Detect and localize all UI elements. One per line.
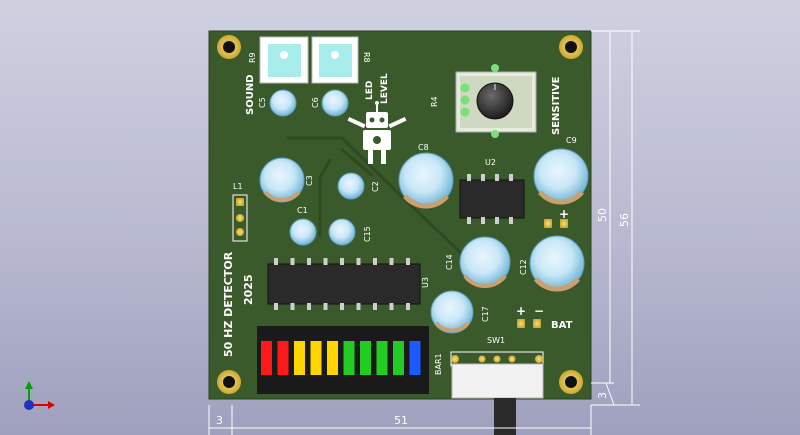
bargraph-segment	[294, 341, 305, 375]
ref-u3: U3	[421, 277, 430, 288]
label-sensitive: SENSITIVE	[551, 76, 562, 135]
bargraph-segment	[261, 341, 272, 375]
ic-pin	[323, 303, 328, 310]
ref-c6: C6	[311, 97, 320, 108]
cap-c8[interactable]	[398, 152, 454, 209]
dim-width: 51	[394, 414, 408, 427]
ic-pin	[356, 258, 361, 265]
ref-r4: R4	[430, 96, 439, 107]
ic-pin	[389, 303, 394, 310]
bargraph-segment	[343, 341, 355, 375]
ref-c2: C2	[371, 181, 380, 192]
ic-pin	[307, 303, 311, 310]
pad-plus-2	[560, 219, 568, 228]
bat-pad-minus	[533, 319, 541, 328]
bat-plus: +	[516, 304, 526, 318]
dim-height-total: 56	[618, 213, 631, 227]
cap-c1[interactable]	[289, 218, 317, 246]
ref-c3: C3	[305, 175, 314, 186]
ic-pin	[274, 258, 278, 265]
label-sound: SOUND	[245, 75, 256, 116]
trimmer-r8[interactable]	[311, 36, 359, 84]
cap-c17[interactable]	[430, 290, 474, 334]
trimmer-r9[interactable]	[259, 36, 309, 84]
ic-pin	[340, 258, 344, 265]
bargraph-segment	[360, 341, 371, 375]
ref-r9: R9	[248, 52, 257, 63]
ref-r8: R8	[362, 52, 371, 63]
mounting-holes	[217, 35, 583, 394]
ref-bar1: BAR1	[434, 353, 443, 375]
dim-left-offset: 3	[216, 414, 223, 427]
ref-u2: U2	[485, 158, 496, 167]
ic-u3[interactable]	[267, 258, 421, 310]
ref-c1: C1	[297, 206, 308, 215]
cap-c15[interactable]	[328, 218, 356, 246]
pad-plus	[544, 219, 552, 228]
board-title: 50 HZ DETECTOR	[222, 251, 235, 357]
header-l1[interactable]	[232, 194, 248, 242]
bargraph-segment	[409, 341, 421, 375]
ref-c17: C17	[481, 306, 490, 322]
cap-c14[interactable]	[459, 236, 511, 288]
board-year: 2025	[242, 274, 255, 305]
ref-c12: C12	[519, 259, 528, 275]
bargraph-segment	[327, 341, 338, 375]
ic-pin	[406, 303, 410, 310]
ref-c14: C14	[445, 254, 454, 270]
label-level: LEVEL	[380, 73, 390, 104]
cap-c5[interactable]	[269, 89, 297, 117]
ic-pin	[323, 258, 328, 265]
ref-c5: C5	[258, 97, 267, 108]
dimension-lines	[208, 30, 640, 435]
bat-pad-plus	[517, 319, 525, 328]
label-led: LED	[365, 81, 375, 100]
traces	[286, 136, 462, 254]
ic-pin	[389, 258, 394, 265]
dim-bottom-offset: 3	[596, 392, 609, 399]
bat-minus: −	[534, 304, 544, 318]
cap-c3[interactable]	[259, 157, 305, 203]
ic-u2[interactable]	[459, 174, 525, 224]
ic-pin	[356, 303, 361, 310]
switch-sw1[interactable]	[450, 351, 544, 435]
ic-pin	[340, 303, 344, 310]
ref-c9: C9	[566, 136, 577, 145]
dim-height-board: 50	[596, 208, 609, 222]
bargraph-segment	[376, 341, 388, 375]
cap-c12[interactable]	[529, 235, 585, 292]
plus-mark-top: +	[559, 207, 569, 221]
ref-sw1: SW1	[487, 336, 505, 345]
ic-pin	[373, 258, 377, 265]
cap-c2[interactable]	[337, 172, 365, 200]
ref-c8: C8	[418, 143, 429, 152]
bargraph-segment	[277, 341, 289, 375]
bargraph-bar1[interactable]	[257, 326, 429, 394]
ic-pin	[290, 258, 295, 265]
label-bat: BAT	[551, 320, 573, 331]
robot-logo	[347, 101, 407, 164]
bargraph-segment	[393, 341, 404, 375]
ic-pin	[373, 303, 377, 310]
ref-l1: L1	[233, 182, 243, 191]
bargraph-segment	[310, 341, 322, 375]
cap-c6[interactable]	[321, 89, 349, 117]
ic-pin	[274, 303, 278, 310]
axis-indicator	[24, 381, 55, 410]
cap-c9[interactable]	[533, 148, 589, 205]
potentiometer-r4[interactable]	[455, 64, 537, 138]
ic-pin	[290, 303, 295, 310]
ic-pin	[307, 258, 311, 265]
ic-pin	[406, 258, 410, 265]
ref-c15: C15	[363, 226, 372, 242]
